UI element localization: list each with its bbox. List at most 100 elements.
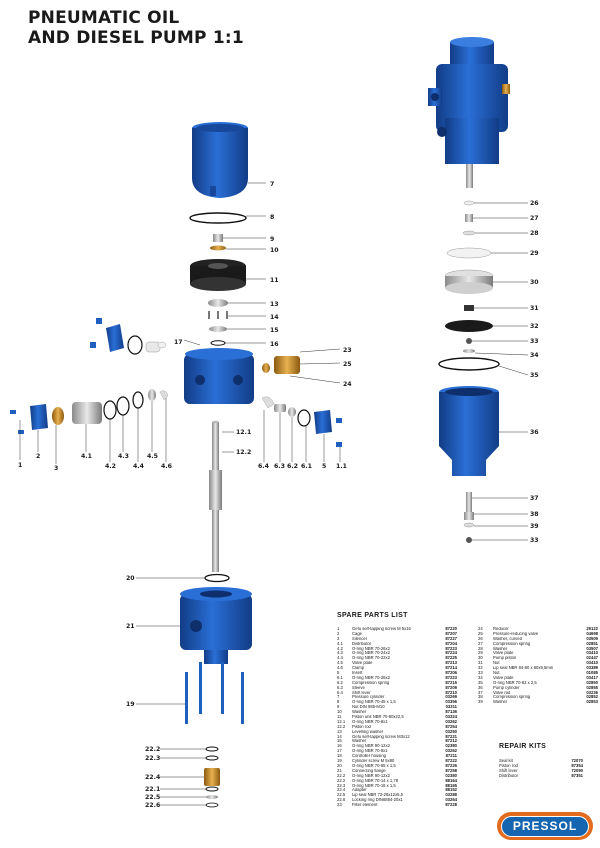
parts-desc: Valve plate bbox=[352, 661, 373, 666]
parts-desc: O-ring NBR 70-45 x 1,5 bbox=[352, 700, 396, 705]
parts-no: 22.4 bbox=[337, 787, 346, 793]
spring-38 bbox=[464, 512, 474, 520]
parts-no: 16 bbox=[337, 743, 342, 749]
callout-15: 15 bbox=[270, 327, 279, 334]
parts-desc: O-ring NBR 70-16 x 1,5 bbox=[352, 783, 396, 788]
valve-plate-29 bbox=[446, 247, 492, 259]
nut-33-bottom bbox=[466, 537, 472, 543]
parts-no: 2 bbox=[337, 630, 340, 636]
callout-27: 27 bbox=[530, 215, 539, 222]
parts-code: 88164 bbox=[445, 777, 457, 783]
parts-desc: Piston unit NBR 70-80x22,5 bbox=[352, 715, 404, 720]
washer-28 bbox=[462, 230, 476, 236]
assembled-pump-illustration bbox=[428, 37, 510, 188]
callout-31: 31 bbox=[530, 305, 539, 312]
parts-no: 20 bbox=[337, 762, 342, 768]
parts-row: 37 Valve rod 03236 bbox=[478, 689, 598, 696]
parts-no: 9 bbox=[337, 704, 340, 710]
parts-desc: Valve plate bbox=[493, 675, 514, 680]
parts-desc: Locking ring DIN6884-20x1 bbox=[352, 798, 403, 803]
parts-code: 87258 bbox=[445, 767, 457, 773]
parts-code: 02447 bbox=[586, 655, 598, 661]
parts-no: 3 bbox=[337, 635, 340, 641]
parts-code: 03262 bbox=[445, 748, 457, 754]
parts-no: 30 bbox=[478, 655, 483, 661]
piston-unit-11 bbox=[190, 259, 246, 291]
parts-desc: Compression spring bbox=[493, 695, 531, 700]
pump-cylinder-36 bbox=[439, 386, 499, 476]
parts-code: 02380 bbox=[445, 743, 457, 749]
parts-no: 36 bbox=[478, 684, 483, 690]
parts-no: 6.2 bbox=[337, 679, 343, 685]
callout-26: 26 bbox=[530, 200, 539, 207]
parts-no: 22.6 bbox=[337, 797, 346, 803]
parts-code: 87209 bbox=[445, 684, 457, 690]
parts-code: 03236 bbox=[586, 689, 598, 695]
callout-33: 33 bbox=[530, 338, 539, 345]
callout-6-2: 6.2 bbox=[287, 463, 298, 470]
parts-desc: Washer bbox=[493, 646, 508, 651]
parts-no: 37 bbox=[478, 689, 483, 695]
parts-no: 38 bbox=[478, 694, 483, 700]
o-ring-16 bbox=[210, 340, 226, 346]
screws-14 bbox=[208, 311, 228, 319]
reducer-valve-parts bbox=[262, 356, 300, 374]
parts-code: 02855 bbox=[586, 684, 598, 690]
parts-code: 88152 bbox=[445, 787, 457, 793]
callout-34: 34 bbox=[530, 352, 539, 359]
parts-code: 02380 bbox=[445, 772, 457, 778]
parts-code: 87254 bbox=[445, 723, 457, 729]
washer-26 bbox=[463, 200, 475, 206]
parts-no: 6.4 bbox=[337, 689, 343, 695]
parts-desc: Gefu self-tapping screw M3x12 bbox=[352, 734, 410, 739]
parts-no: 17 bbox=[337, 748, 342, 754]
callout-4-4: 4.4 bbox=[133, 463, 145, 470]
parts-desc: Valve rod bbox=[493, 690, 511, 695]
callout-13: 13 bbox=[270, 301, 279, 308]
parts-code: 03288 bbox=[445, 792, 457, 798]
parts-code: 03324 bbox=[445, 714, 457, 720]
callout-21: 21 bbox=[126, 623, 135, 630]
o-ring-8 bbox=[189, 212, 247, 224]
parts-desc: O-ring NBR 70-14 x 1,78 bbox=[352, 778, 399, 783]
parts-desc: Filter element bbox=[352, 803, 378, 808]
parts-no: 7 bbox=[337, 694, 340, 700]
parts-desc: Sleeve bbox=[352, 685, 365, 690]
parts-desc: Pump piston bbox=[493, 656, 517, 661]
callout-36: 36 bbox=[530, 429, 539, 436]
parts-no: 6.1 bbox=[337, 674, 343, 680]
parts-desc: O-ring NBR 70-62 x 2,5 bbox=[493, 680, 537, 685]
parts-code: 03410 bbox=[586, 650, 598, 656]
callout-30: 30 bbox=[530, 279, 539, 286]
controller-housing bbox=[184, 348, 254, 404]
nut-33-top bbox=[466, 338, 472, 344]
parts-desc: Distributor bbox=[352, 641, 372, 646]
spring-27 bbox=[465, 214, 473, 222]
shift-lever-side-parts bbox=[261, 396, 342, 447]
parts-desc: Shift lever bbox=[499, 767, 518, 773]
callout-35: 35 bbox=[530, 372, 539, 379]
adapter-stack-22 bbox=[204, 746, 220, 808]
parts-code: 02853 bbox=[586, 699, 598, 705]
parts-no: 1 bbox=[337, 626, 340, 631]
